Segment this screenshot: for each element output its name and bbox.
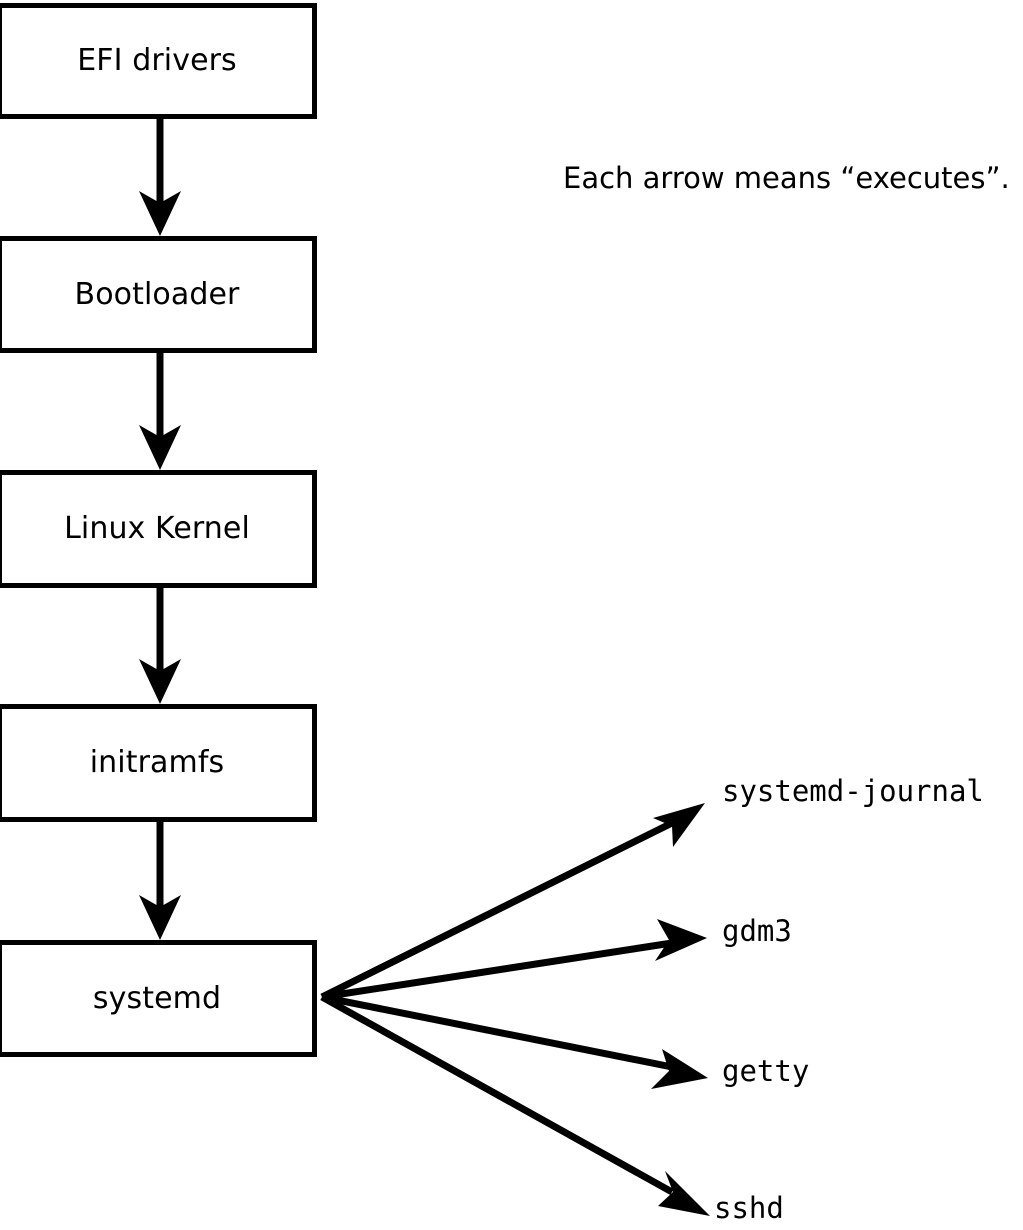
process-box-linux-kernel[interactable]: Linux Kernel — [0, 470, 317, 588]
arrow-initramfs-to-systemd — [139, 822, 181, 940]
process-box-label: systemd — [92, 980, 222, 1016]
process-box-efi-drivers[interactable]: EFI drivers — [0, 3, 317, 119]
arrow-efi-drivers-to-bootloader — [139, 118, 181, 236]
process-box-initramfs[interactable]: initramfs — [0, 704, 317, 822]
process-box-label: initramfs — [89, 745, 225, 780]
arrow-systemd-to-getty — [321, 993, 708, 1089]
process-box-label: EFI drivers — [77, 43, 237, 78]
process-box-systemd[interactable]: systemd — [0, 940, 317, 1057]
process-box-label: Linux Kernel — [64, 511, 250, 546]
process-box-bootloader[interactable]: Bootloader — [0, 236, 317, 353]
arrow-bootloader-to-linux-kernel — [139, 352, 181, 470]
arrow-systemd-to-sshd — [320, 993, 710, 1216]
arrow-systemd-to-systemd-journal — [320, 803, 705, 1001]
legend-note: Each arrow means “executes”. — [563, 161, 1010, 195]
service-label-gdm3[interactable]: gdm3 — [722, 914, 792, 948]
service-label-getty[interactable]: getty — [722, 1054, 810, 1088]
service-label-systemd-journal[interactable]: systemd-journal — [722, 774, 984, 808]
service-label-sshd[interactable]: sshd — [714, 1191, 784, 1225]
arrow-linux-kernel-to-initramfs — [139, 588, 181, 704]
process-box-label: Bootloader — [74, 276, 240, 312]
arrow-systemd-to-gdm3 — [321, 919, 707, 1001]
